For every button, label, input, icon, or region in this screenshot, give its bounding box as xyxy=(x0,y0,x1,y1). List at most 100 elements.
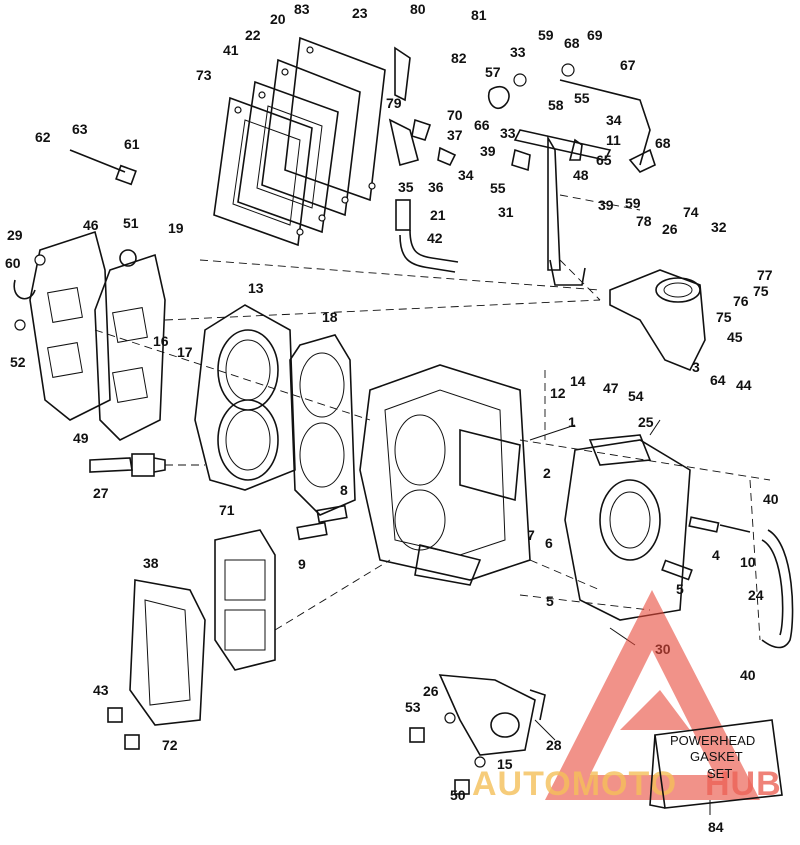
part-label: 47 xyxy=(603,380,619,396)
gasket-set-box: POWERHEAD GASKET SET xyxy=(649,719,783,809)
part-label: 31 xyxy=(498,204,514,220)
intake-manifold xyxy=(129,529,276,726)
part-label: 48 xyxy=(573,167,589,183)
part-label: 36 xyxy=(428,179,444,195)
part-label: 8 xyxy=(340,482,348,498)
part-label: 83 xyxy=(294,1,310,17)
part-label: 84 xyxy=(708,819,724,835)
crankcase-bolts xyxy=(661,516,751,581)
part-label: 51 xyxy=(123,215,139,231)
part-label: 74 xyxy=(683,204,699,220)
kit-box-line2: GASKET xyxy=(690,749,743,764)
part-label: 28 xyxy=(546,737,562,753)
part-label: 75 xyxy=(753,283,769,299)
part-label: 5 xyxy=(546,593,554,609)
part-label: 79 xyxy=(386,95,402,111)
part-label: 34 xyxy=(458,167,474,183)
part-label: 35 xyxy=(398,179,414,195)
part-label: 71 xyxy=(219,502,235,518)
part-label: 67 xyxy=(620,57,636,73)
part-label: 23 xyxy=(352,5,368,21)
part-label: 33 xyxy=(500,125,516,141)
part-label: 75 xyxy=(716,309,732,325)
part-label: 10 xyxy=(740,554,756,570)
bleed-hose xyxy=(761,529,794,649)
part-label: 72 xyxy=(162,737,178,753)
part-label: 17 xyxy=(177,344,193,360)
watermark-logo: AUTOMOTO HUB xyxy=(472,590,781,803)
crankcase xyxy=(564,434,691,621)
part-label: 33 xyxy=(510,44,526,60)
part-label: 81 xyxy=(471,7,487,23)
watermark-triangle-icon xyxy=(545,590,760,800)
part-label: 44 xyxy=(736,377,752,393)
part-label: 19 xyxy=(168,220,184,236)
part-label: 34 xyxy=(606,112,622,128)
part-label: 82 xyxy=(451,50,467,66)
part-label: 24 xyxy=(748,587,764,603)
part-label: 39 xyxy=(598,197,614,213)
part-label: 61 xyxy=(124,136,140,152)
throttle-linkage-group xyxy=(388,46,656,286)
part-label: 58 xyxy=(548,97,564,113)
bypass-cover-group xyxy=(13,230,166,441)
small-fasteners xyxy=(14,254,486,795)
part-label: 18 xyxy=(322,309,338,325)
leader-lines xyxy=(529,419,711,815)
part-label: 32 xyxy=(711,219,727,235)
part-label: 40 xyxy=(763,491,779,507)
part-label: 9 xyxy=(298,556,306,572)
part-label: 40 xyxy=(740,667,756,683)
part-label: 57 xyxy=(485,64,501,80)
part-label: 37 xyxy=(447,127,463,143)
part-label: 20 xyxy=(270,11,286,27)
part-label: 11 xyxy=(606,132,621,148)
part-label: 26 xyxy=(662,221,678,237)
lower-bracket xyxy=(438,674,546,756)
part-label: 50 xyxy=(450,787,466,803)
part-label: 7 xyxy=(527,527,535,543)
part-label: 64 xyxy=(710,372,726,388)
part-label: 26 xyxy=(423,683,439,699)
part-label: 65 xyxy=(596,152,612,168)
part-label: 2 xyxy=(543,465,551,481)
choke-rod xyxy=(69,149,137,186)
part-label: 53 xyxy=(405,699,421,715)
part-label: 80 xyxy=(410,1,426,17)
part-label: 21 xyxy=(430,207,446,223)
part-label: 41 xyxy=(223,42,239,58)
part-label: 55 xyxy=(490,180,506,196)
part-label: 66 xyxy=(474,117,490,133)
part-label: 38 xyxy=(143,555,159,571)
kit-box-line3: SET xyxy=(707,766,732,781)
part-label: 43 xyxy=(93,682,109,698)
part-label: 16 xyxy=(153,333,169,349)
part-label: 4 xyxy=(712,547,720,563)
part-labels: 83 23 80 81 20 22 41 73 82 33 59 68 69 6… xyxy=(5,1,779,835)
part-label: 54 xyxy=(628,388,644,404)
part-label: 77 xyxy=(757,267,773,283)
part-label: 52 xyxy=(10,354,26,370)
cylinder-head xyxy=(194,304,296,491)
part-label: 12 xyxy=(550,385,566,401)
cylinder-block xyxy=(359,364,531,586)
part-label: 49 xyxy=(73,430,89,446)
part-label: 42 xyxy=(427,230,443,246)
part-label: 76 xyxy=(733,293,749,309)
part-label: 73 xyxy=(196,67,212,83)
watermark-text-left: AUTOMOTO xyxy=(472,765,677,803)
part-label: 68 xyxy=(564,35,580,51)
dowel-pins xyxy=(296,504,348,541)
kit-box-line1: POWERHEAD xyxy=(670,733,755,748)
mounting-bracket xyxy=(609,269,706,372)
part-label: 13 xyxy=(248,280,264,296)
part-label: 68 xyxy=(655,135,671,151)
part-label: 69 xyxy=(587,27,603,43)
assembly-lines xyxy=(94,194,771,641)
part-label: 59 xyxy=(625,195,641,211)
part-label: 22 xyxy=(245,27,261,43)
part-label: 63 xyxy=(72,121,88,137)
part-label: 14 xyxy=(570,373,586,389)
spark-plug xyxy=(89,453,166,477)
